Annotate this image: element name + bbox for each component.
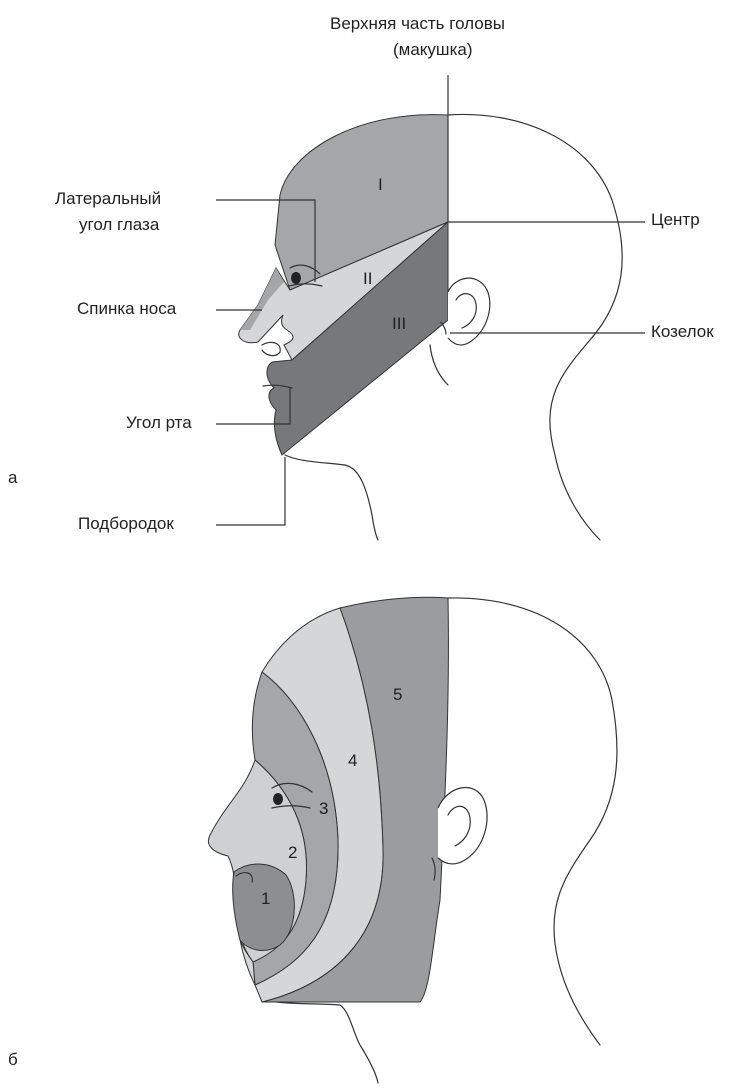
- nostril-a: [262, 342, 280, 355]
- zone-a-III-label: III: [392, 314, 406, 333]
- label-nose-bridge: Спинка носа: [77, 299, 176, 319]
- ear-b: [438, 788, 487, 864]
- label-chin: Подбородок: [78, 514, 174, 534]
- neck-a-front-outline: [285, 455, 378, 540]
- label-mouth-corner: Угол рта: [126, 413, 192, 433]
- ear-a: [448, 278, 490, 345]
- eye-b: [273, 793, 283, 805]
- zone-b-5-label: 5: [393, 685, 402, 704]
- zone-b-4-label: 4: [348, 751, 357, 770]
- neck-b-front-outline: [262, 1000, 378, 1083]
- label-lateral-eye-1: Латеральный: [55, 189, 161, 209]
- diagram-a: I II III: [216, 75, 645, 540]
- panel-letter-b: б: [8, 1050, 18, 1070]
- diagram-b: 1 2 3 4 5: [208, 597, 617, 1083]
- zone-b-2-label: 2: [288, 843, 297, 862]
- label-top-sub: (макушка): [393, 40, 473, 60]
- zone-a-I-label: I: [378, 175, 383, 194]
- eye-a: [291, 272, 301, 284]
- panel-letter-a: а: [8, 468, 17, 488]
- neck-a-jaw-outline: [430, 345, 448, 385]
- zone-a-II-label: II: [363, 269, 372, 288]
- zone-b-3-label: 3: [319, 799, 328, 818]
- label-lateral-eye-2: угол глаза: [79, 215, 159, 235]
- label-top: Верхняя часть головы: [330, 14, 505, 34]
- label-tragus: Козелок: [651, 322, 714, 342]
- label-center: Центр: [651, 210, 700, 230]
- zone-b-1-label: 1: [261, 889, 270, 908]
- leader-chin: [216, 457, 285, 525]
